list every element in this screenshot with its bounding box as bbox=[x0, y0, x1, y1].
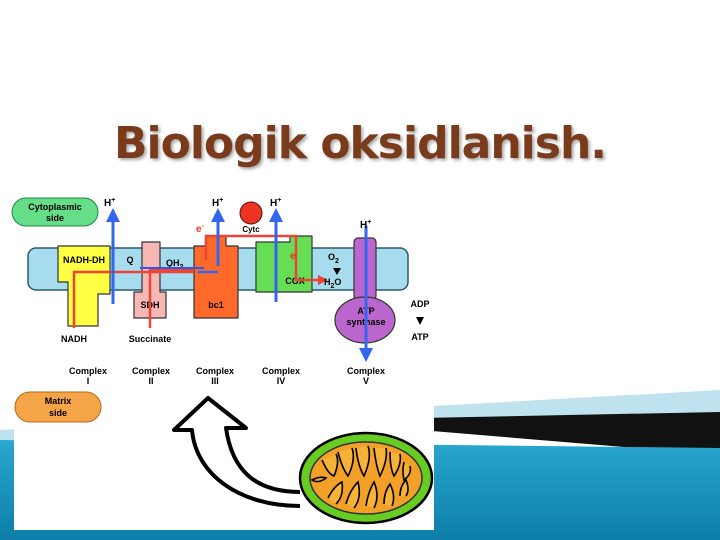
o2-to-h2o-arrow bbox=[333, 268, 341, 275]
cytoplasmic-label-line1: Cytoplasmic bbox=[28, 202, 82, 212]
svg-text:side: side bbox=[46, 213, 64, 223]
complex-name-row: Complex I Complex II Complex III Complex… bbox=[69, 366, 385, 386]
complex-numeral-3: III bbox=[211, 376, 219, 386]
svg-text:H+: H+ bbox=[360, 219, 371, 231]
mitochondrion-image bbox=[298, 431, 434, 525]
svg-text:H+: H+ bbox=[212, 197, 223, 209]
complex-name-5: Complex bbox=[347, 366, 385, 376]
svg-text:side: side bbox=[49, 408, 67, 418]
electron-label-2: e- bbox=[290, 250, 299, 262]
cytoplasmic-side-badge: Cytoplasmic side bbox=[11, 197, 99, 227]
nadh-label: NADH bbox=[61, 334, 87, 344]
mitochondrion-pointer-arrow bbox=[172, 396, 301, 508]
o2-label: O2 bbox=[328, 252, 339, 265]
proton-arrows bbox=[106, 208, 373, 362]
complex-numeral-5: V bbox=[363, 376, 369, 386]
complex-i-label: NADH-DH bbox=[63, 255, 105, 265]
svg-text:Matrix: Matrix bbox=[45, 396, 72, 406]
complex-i-shape bbox=[57, 245, 111, 327]
svg-text:Cytoplasmic: Cytoplasmic bbox=[28, 202, 82, 212]
atp-label: ATP bbox=[411, 332, 428, 342]
complex-name-1: Complex bbox=[69, 366, 107, 376]
svg-text:H+: H+ bbox=[104, 197, 115, 209]
complex-name-4: Complex bbox=[262, 366, 300, 376]
proton-labels: H+ H+ H+ H+ bbox=[104, 197, 371, 231]
cytc-circle bbox=[239, 201, 263, 225]
complex-numeral-4: IV bbox=[277, 376, 286, 386]
complex-name-3: Complex bbox=[196, 366, 234, 376]
q-label: Q bbox=[126, 255, 133, 265]
electron-path bbox=[72, 234, 318, 328]
electron-label-1: e- bbox=[196, 223, 205, 235]
complex-iii-label: bc1 bbox=[208, 300, 224, 310]
adp-to-atp-arrow bbox=[416, 317, 424, 325]
matrix-side-badge: Matrix side bbox=[14, 391, 102, 423]
cytoplasmic-label-line2: side bbox=[46, 213, 64, 223]
slide-title: Biologik oksidlanish. bbox=[114, 118, 607, 169]
footer-black-band bbox=[420, 412, 720, 455]
matrix-label-line2: side bbox=[49, 408, 67, 418]
matrix-label-line1: Matrix bbox=[45, 396, 72, 406]
succinate-label: Succinate bbox=[129, 334, 172, 344]
cytc-label: Cytc bbox=[242, 225, 260, 234]
complex-numeral-2: II bbox=[148, 376, 153, 386]
complex-numeral-1: I bbox=[87, 376, 90, 386]
etc-diagram: Cytoplasmic side Matrix side NADH-DH Q S… bbox=[11, 180, 434, 530]
adp-label: ADP bbox=[410, 299, 429, 309]
svg-text:H+: H+ bbox=[270, 197, 281, 209]
h2o-label: H2O bbox=[324, 277, 341, 290]
complex-name-2: Complex bbox=[132, 366, 170, 376]
electron-arrowhead bbox=[318, 275, 328, 285]
complex-iv-shape bbox=[255, 235, 313, 293]
